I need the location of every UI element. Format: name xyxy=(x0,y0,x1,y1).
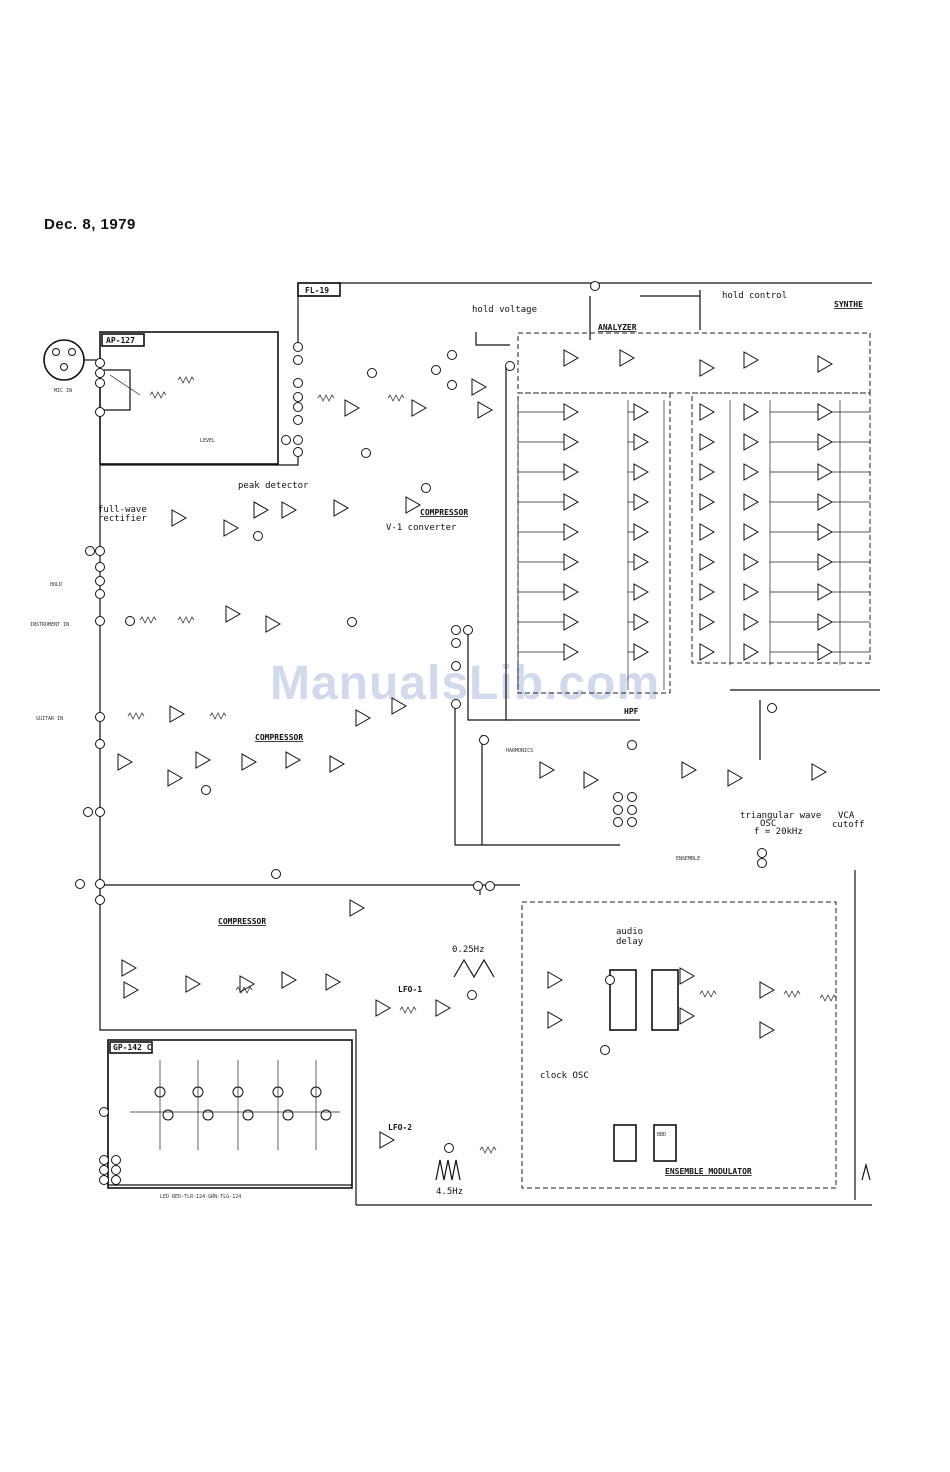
svg-text:4.5Hz: 4.5Hz xyxy=(436,1187,463,1197)
svg-text:LFO-1: LFO-1 xyxy=(398,985,422,994)
svg-text:FL-19: FL-19 xyxy=(305,286,329,295)
svg-text:hold control: hold control xyxy=(722,291,787,301)
svg-text:full-wave: full-wave xyxy=(98,505,147,515)
svg-text:BBD: BBD xyxy=(657,1132,666,1138)
filter-bank-col4 xyxy=(743,403,759,661)
svg-text:ENSEMBLE MODULATOR: ENSEMBLE MODULATOR xyxy=(665,1167,752,1176)
filter-bank-col1 xyxy=(563,403,579,661)
svg-text:GP-142 C: GP-142 C xyxy=(113,1043,152,1052)
svg-text:hold voltage: hold voltage xyxy=(472,305,537,315)
svg-text:rectifier: rectifier xyxy=(98,514,147,524)
led-driver-transistors xyxy=(130,1060,340,1150)
terminal-nodes xyxy=(75,281,777,1185)
svg-text:cutoff: cutoff xyxy=(832,820,865,830)
svg-text:HPF: HPF xyxy=(624,707,639,716)
svg-text:LFO-2: LFO-2 xyxy=(388,1123,412,1132)
watermark: ManualsLib.com xyxy=(270,657,661,710)
continuation-arrow xyxy=(861,1162,871,1181)
svg-text:COMPRESSOR: COMPRESSOR xyxy=(218,917,266,926)
filter-bank-col5 xyxy=(817,403,833,661)
svg-text:triangular wave: triangular wave xyxy=(740,811,821,821)
waveform-symbols xyxy=(435,958,495,1181)
svg-text:COMPRESSOR: COMPRESSOR xyxy=(255,733,303,742)
svg-text:AP-127: AP-127 xyxy=(106,336,135,345)
filter-bank-col3 xyxy=(699,403,715,661)
svg-text:ANALYZER: ANALYZER xyxy=(598,323,637,332)
filter-bank-buses xyxy=(517,400,870,690)
svg-text:f = 20kHz: f = 20kHz xyxy=(754,827,803,837)
svg-text:0.25Hz: 0.25Hz xyxy=(452,945,485,955)
mic-jack xyxy=(43,339,141,411)
svg-text:peak detector: peak detector xyxy=(238,481,309,491)
ap127-board: AP-127 LEVEL xyxy=(99,331,279,465)
svg-text:LED RED-TLR-124 GRN-TLG-12: LED RED-TLR-124 GRN-TLG-124 xyxy=(160,1194,241,1200)
svg-text:COMPRESSOR: COMPRESSOR xyxy=(420,508,468,517)
svg-text:GUITAR IN: GUITAR IN xyxy=(36,716,63,722)
svg-text:OSC: OSC xyxy=(760,819,776,829)
fl19-tab: FL-19 xyxy=(297,282,341,297)
section-labels: MIC IN peak detector full-wave rectifier… xyxy=(30,388,865,1197)
filter-bank-col2 xyxy=(633,403,649,661)
ensemble-region: ENSEMBLE MODULATOR BBD audio delay clock… xyxy=(521,901,837,1189)
svg-text:VCA: VCA xyxy=(838,811,855,821)
analyzer-top-opamps xyxy=(563,349,833,377)
svg-text:SYNTHE: SYNTHE xyxy=(834,300,863,309)
svg-text:delay: delay xyxy=(616,937,644,947)
svg-text:ENSEMBLE: ENSEMBLE xyxy=(676,856,700,862)
document-date: Dec. 8, 1979 xyxy=(44,216,136,233)
svg-text:V-1 converter: V-1 converter xyxy=(386,523,457,533)
main-frame xyxy=(99,282,880,1206)
svg-text:MIC IN: MIC IN xyxy=(54,388,72,394)
analyzer-region: ANALYZER hold voltage hold control SYNTH… xyxy=(472,291,871,694)
svg-text:clock OSC: clock OSC xyxy=(540,1071,589,1081)
gp142c-board: GP-142 C LED RED-TLR-124 GRN-TLG-124 xyxy=(107,1039,353,1200)
svg-text:LEVEL: LEVEL xyxy=(200,438,215,444)
svg-text:HARMONICS: HARMONICS xyxy=(506,748,533,754)
svg-text:INSTRUMENT IN: INSTRUMENT IN xyxy=(30,622,69,628)
opamps-frontend xyxy=(117,378,827,1149)
svg-text:audio: audio xyxy=(616,927,643,937)
svg-text:HOLD: HOLD xyxy=(50,582,62,588)
